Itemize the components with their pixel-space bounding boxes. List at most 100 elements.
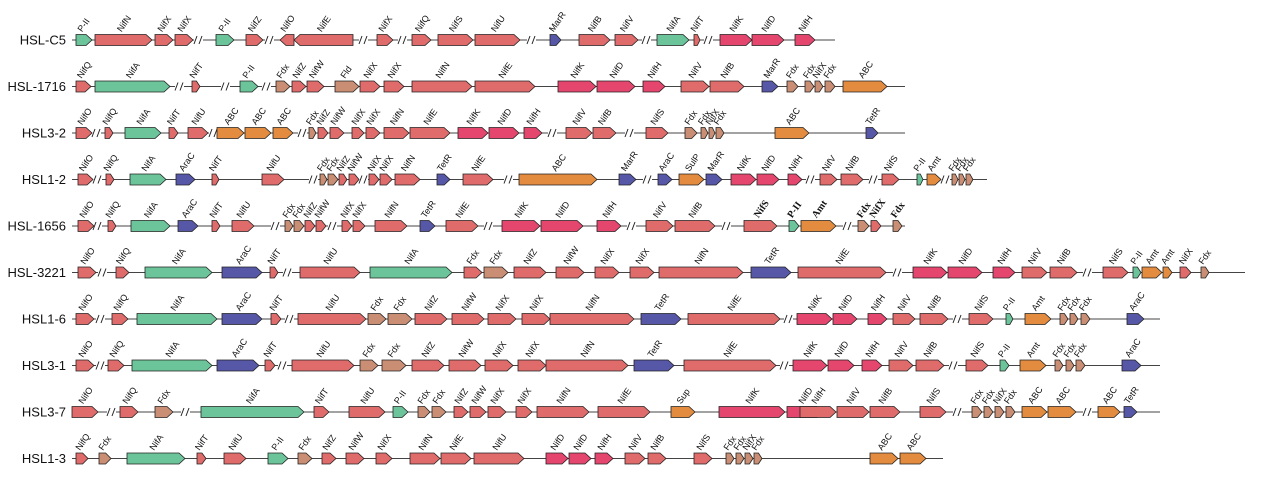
gene-label: NifO	[77, 153, 96, 173]
gene-label: NifH	[863, 339, 881, 359]
contig-break-mark	[282, 268, 292, 277]
gene-arrow-nifs	[968, 313, 994, 325]
strain-label: HSL3-2	[22, 126, 66, 141]
gene-label: ABC	[249, 105, 268, 126]
gene-label: Fdx	[682, 108, 699, 126]
gene-label: TetR	[652, 291, 671, 312]
gene-label: NifV	[570, 107, 588, 127]
gene-label: NifN	[115, 14, 133, 34]
gene-label: NifD	[836, 292, 855, 312]
gene-label: NifX	[490, 339, 508, 359]
gene-label: NifE	[833, 246, 851, 266]
gene-arrow-nifz	[291, 80, 307, 93]
gene-arrow-nift	[693, 34, 701, 46]
gene-label: NifT	[267, 293, 285, 313]
gene-label: NifB	[686, 200, 704, 220]
gene-arrow-fdx	[463, 266, 483, 279]
gene-arrow-fdx	[275, 80, 291, 93]
gene-label: NifK	[735, 153, 753, 173]
gene-label: NifK	[921, 246, 939, 266]
gene-label: NifX	[385, 60, 403, 80]
gene-arrow-marr	[705, 173, 723, 186]
gene-label: NifE	[615, 386, 633, 406]
gene-label: NifW	[307, 58, 327, 80]
gene-arrow-nifq	[105, 173, 115, 186]
gene-arrow-nifu	[348, 406, 386, 418]
gene-arrow-nifx	[870, 220, 882, 232]
gene-label: NifA	[163, 339, 181, 359]
gene-arrow-nifx	[341, 220, 353, 232]
gene-label: NifO	[76, 385, 95, 405]
gene-label: NifD	[553, 199, 572, 219]
gene-label: NifX	[527, 293, 545, 313]
gene-arrow-fdx	[951, 173, 959, 186]
gene-arrow-nifd	[756, 173, 780, 186]
contig-break-mark	[892, 268, 902, 277]
gene-label: NifD	[956, 246, 975, 266]
gene-label: ABC	[1026, 384, 1045, 405]
gene-arrow-fdx	[293, 220, 305, 232]
contig-break-mark	[842, 221, 852, 231]
gene-arrow-nifh	[642, 80, 666, 93]
contig-break-mark	[277, 361, 287, 370]
contig-break-mark	[948, 361, 958, 370]
gene-label: NifE	[447, 432, 465, 452]
gene-label: NifK	[806, 293, 824, 313]
gene-label: TetR	[762, 245, 781, 266]
contig-break-mark	[264, 35, 274, 45]
gene-arrow-nifx	[351, 127, 365, 139]
contig-break-mark	[358, 35, 368, 45]
gene-arrow-fdx	[1200, 266, 1210, 279]
gene-label: NifE	[496, 60, 514, 80]
gene-arrow-nifb	[674, 220, 716, 232]
gene-arrow-nifx	[154, 34, 174, 46]
gene-label: NifX	[867, 196, 888, 220]
gene-arrow-p-ii	[75, 34, 93, 46]
contig-break-mark	[1082, 268, 1092, 277]
gene-label: NifK	[464, 107, 482, 127]
gene-label: MarR	[619, 149, 640, 173]
gene-arrow-abc	[899, 452, 927, 465]
gene-arrow-p-ii	[1132, 266, 1142, 279]
gene-label: NifU	[264, 153, 282, 173]
gene-label: NifX	[493, 293, 511, 313]
gene-arrow-fdx	[804, 80, 815, 93]
gene-arrow-nifx	[383, 80, 405, 93]
gene-arrow-nifu	[291, 359, 355, 372]
strain-label: HSL3-7	[22, 405, 66, 420]
gene-label: NifN	[382, 200, 400, 220]
gene-label: Amt	[1143, 247, 1161, 266]
gene-arrow-nifx	[359, 80, 381, 93]
gene-arrow-nifw	[329, 127, 345, 139]
gene-label: AraC	[179, 197, 199, 220]
gene-label: ABC	[875, 431, 894, 452]
gene-label: NifX	[633, 246, 651, 266]
gene-label: NifZ	[452, 386, 470, 406]
gene-label: NifQ	[413, 13, 432, 33]
gene-arrow-nifv	[624, 452, 646, 465]
gene-label: NifU	[323, 293, 341, 313]
gene-arrow-nifo	[279, 34, 295, 46]
contig-break-mark	[503, 175, 513, 184]
gene-arrow-fdx	[319, 173, 328, 186]
strain-label: HSL-1716	[7, 79, 66, 94]
gene-arrow-nife	[683, 359, 777, 372]
gene-label: NifO	[75, 106, 94, 126]
gene-label: NifV	[1026, 246, 1044, 266]
gene-arrow-nifh	[523, 127, 543, 139]
gene-label: NifU	[314, 339, 332, 359]
gene-label: NifX	[175, 14, 193, 34]
gene-arrow-arac	[657, 173, 673, 186]
gene-label: NifV	[651, 200, 669, 220]
gene-label: NifB	[596, 107, 614, 127]
gene-label: NifH	[796, 14, 814, 34]
gene-label: Fld	[338, 64, 353, 80]
gene-label: NifZ	[422, 293, 440, 313]
gene-label: P-II	[216, 16, 232, 33]
gene-arrow-nifk	[730, 173, 757, 186]
gene-label: NifX	[349, 107, 367, 127]
gene-arrow-abc	[774, 127, 810, 139]
gene-arrow-nifh	[596, 220, 622, 232]
gene-arrow-nifx	[174, 34, 194, 46]
